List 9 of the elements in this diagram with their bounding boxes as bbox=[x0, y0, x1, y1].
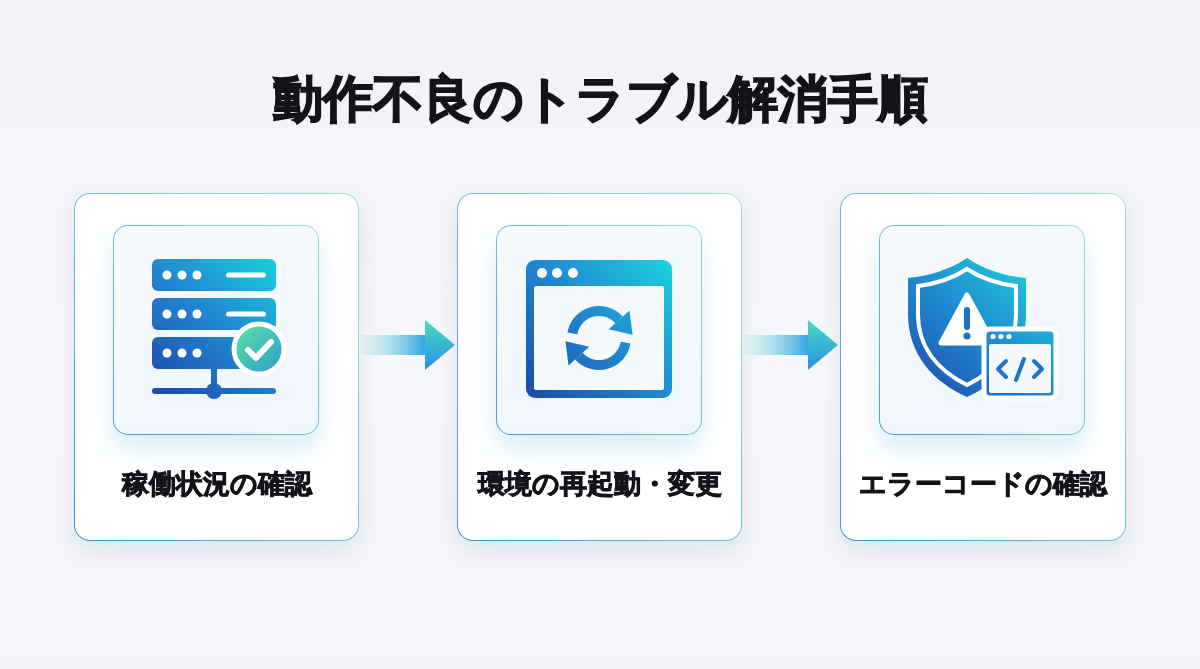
step-label: 稼働状況の確認 bbox=[121, 467, 312, 501]
step-card bbox=[840, 193, 1126, 541]
step-card bbox=[74, 193, 359, 541]
step-label: 環境の再起動・変更 bbox=[477, 467, 722, 501]
arrow bbox=[361, 320, 455, 370]
step-card bbox=[457, 193, 742, 541]
title: 動作不良のトラブル解消手順 bbox=[272, 69, 928, 130]
arrow bbox=[744, 320, 838, 370]
step-label: エラーコードの確認 bbox=[859, 467, 1107, 501]
